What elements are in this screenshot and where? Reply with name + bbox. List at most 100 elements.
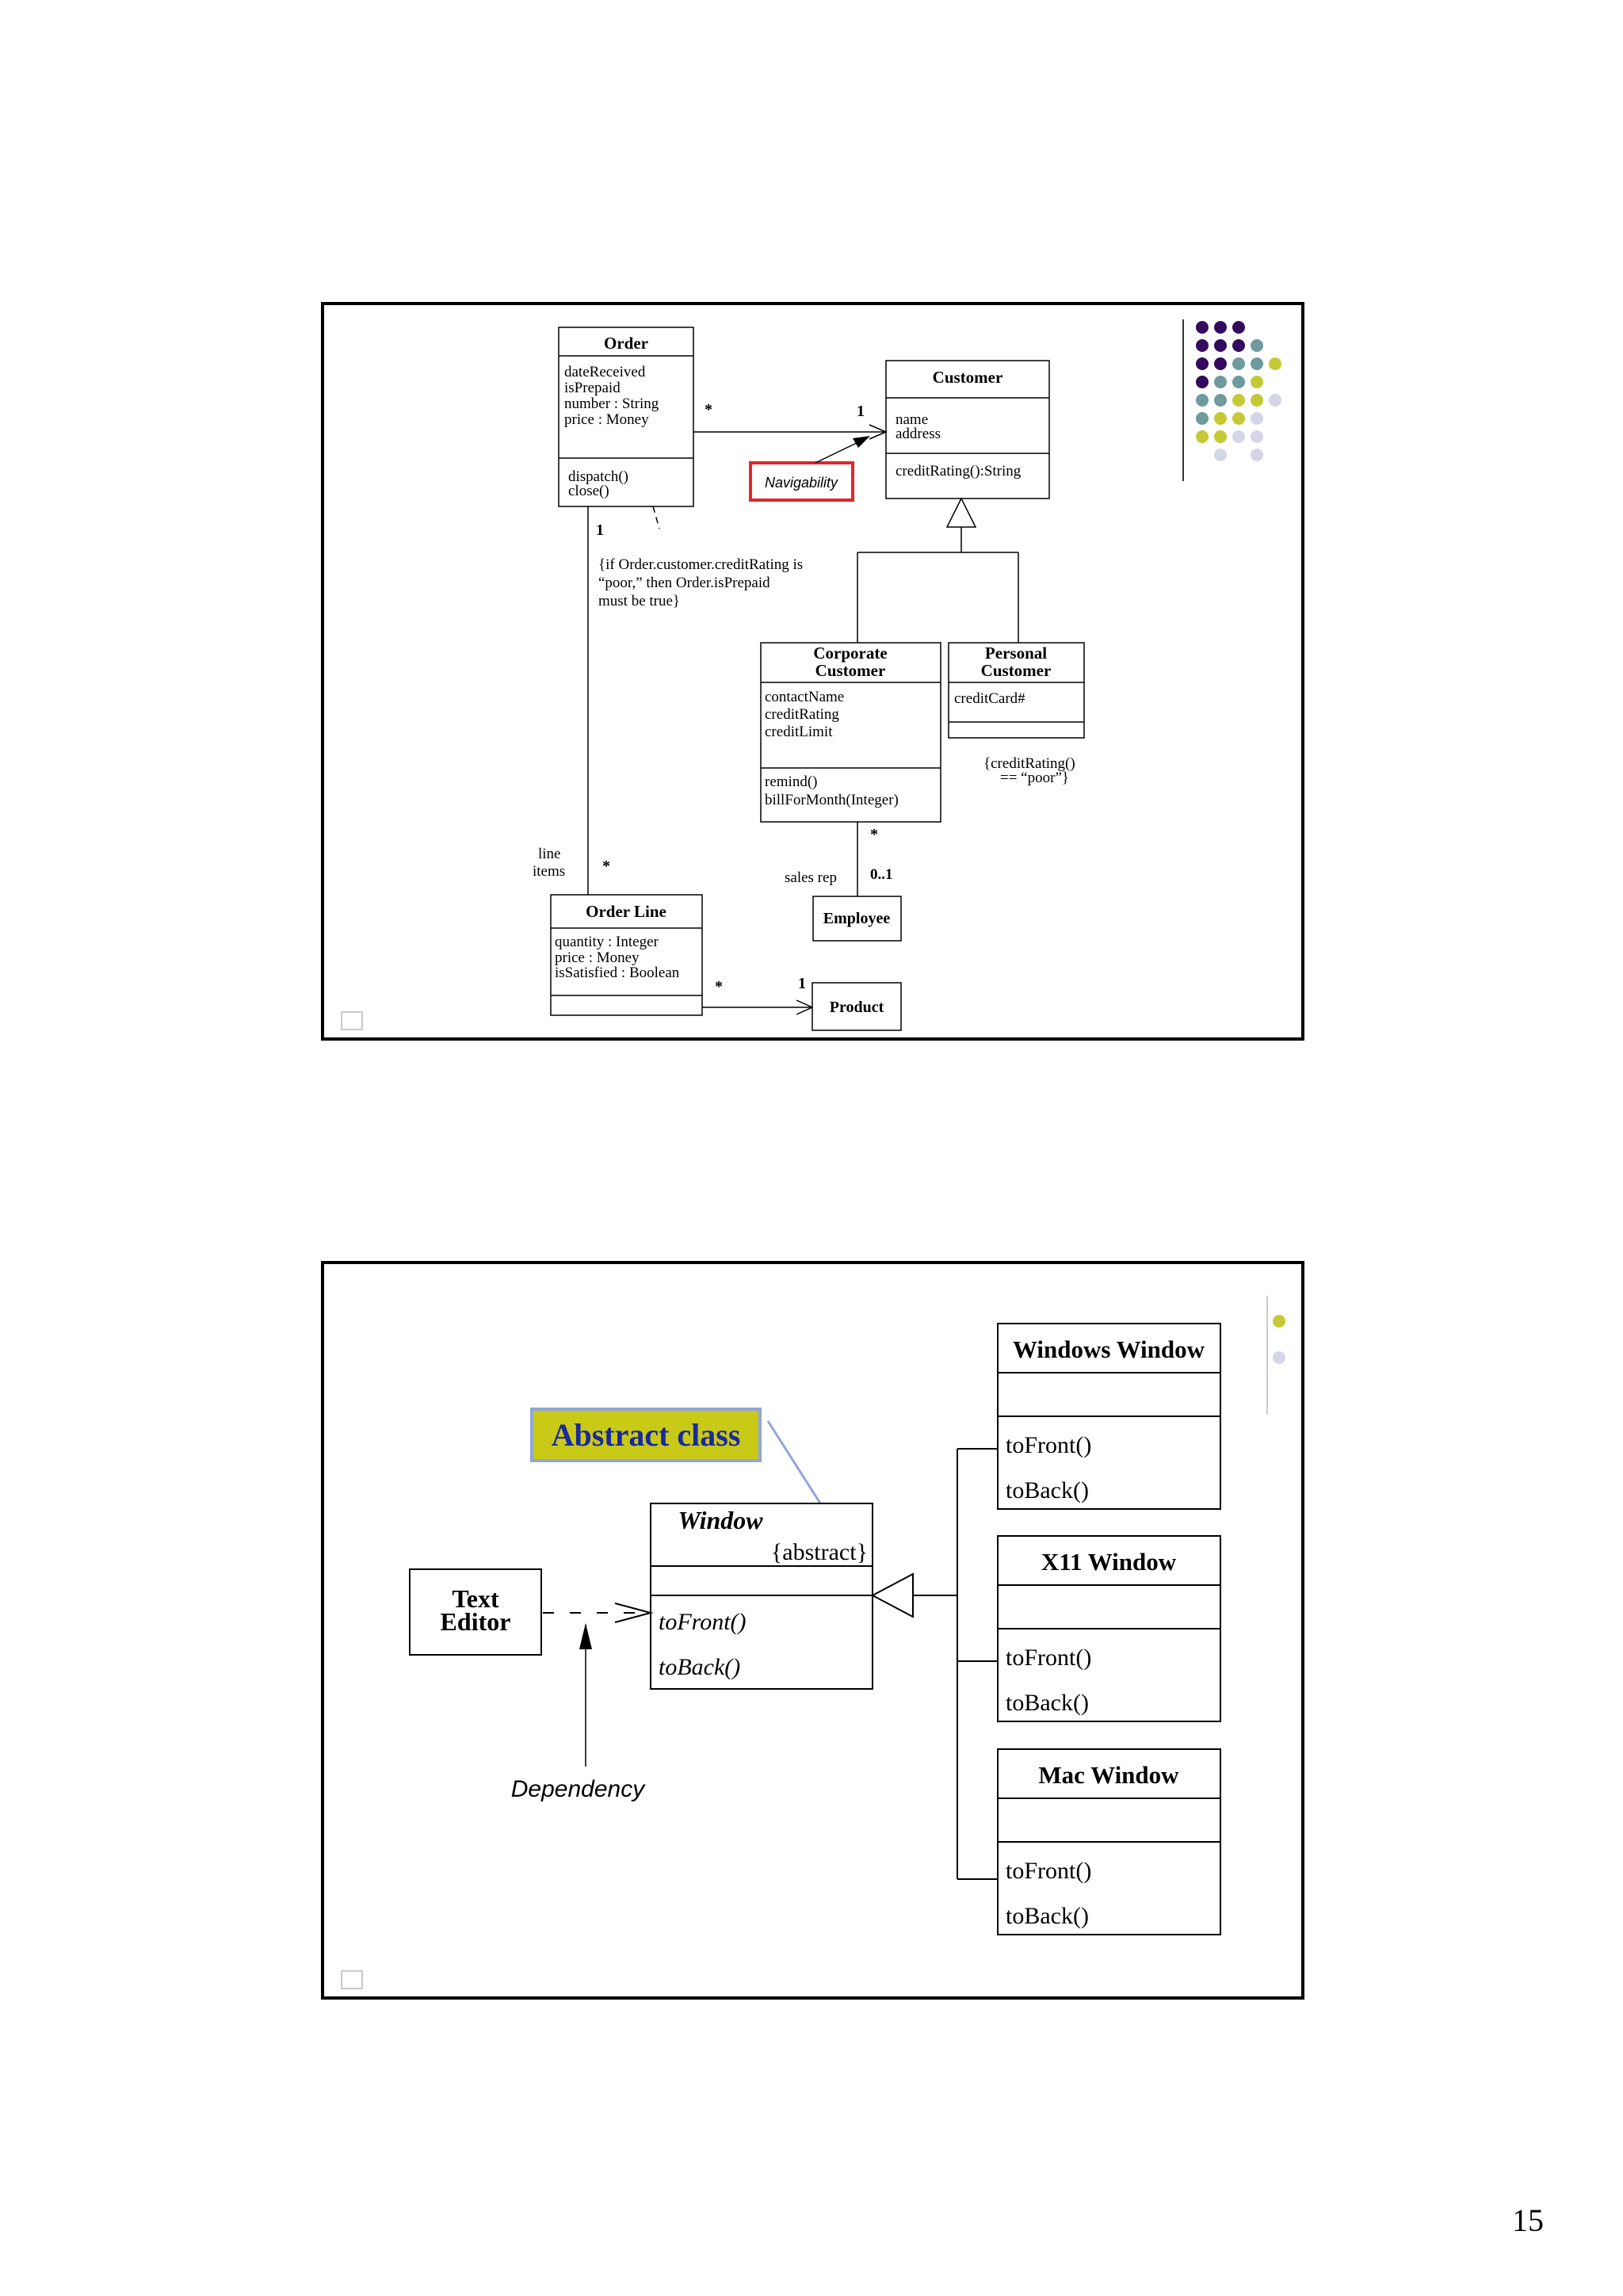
decorative-dot — [1196, 321, 1209, 334]
abstract-class-label: Abstract class — [552, 1417, 741, 1453]
dependency-arrow: Dependency — [511, 1603, 654, 1802]
class-mac-window: Mac Window toFront() toBack() — [997, 1748, 1221, 1935]
class-employee: Employee — [812, 896, 902, 942]
constraint-personal: {creditRating() — [983, 755, 1075, 772]
class-windows-window-name: Windows Window — [1013, 1335, 1205, 1363]
class-corporate-name: Corporate — [813, 644, 887, 663]
class-order-op: dispatch() — [568, 468, 628, 485]
decorative-dot — [1214, 339, 1227, 352]
decorative-dot — [1214, 449, 1227, 461]
class-personal-attr: creditCard# — [954, 690, 1025, 707]
class-corporate-customer: Corporate Customer contactName creditRat… — [760, 642, 941, 823]
class-window-op: toBack() — [659, 1654, 740, 1680]
multiplicity-label: 1 — [596, 521, 604, 539]
constraint-order: {if Order.customer.creditRating is — [598, 556, 803, 573]
multiplicity-label: * — [602, 858, 610, 875]
navigability-callout: Navigability — [749, 436, 870, 502]
class-x11-window-op: toFront() — [1006, 1645, 1091, 1671]
generalization-customer — [857, 497, 1019, 643]
class-x11-window-op: toBack() — [1006, 1690, 1089, 1716]
class-windows-window-op: toBack() — [1006, 1477, 1089, 1503]
class-window-op: toFront() — [659, 1609, 747, 1635]
class-customer: Customer name address creditRating():Str… — [885, 360, 1050, 499]
class-order-attr: dateReceived — [564, 364, 646, 380]
class-product-name: Product — [830, 999, 884, 1016]
decorative-dot — [1232, 357, 1245, 370]
slide-corner-icon — [341, 1970, 363, 1989]
class-text-editor-name: Editor — [441, 1607, 511, 1636]
decorative-dot — [1269, 394, 1281, 407]
decorative-dot — [1232, 394, 1245, 407]
class-x11-window: X11 Window toFront() toBack() — [997, 1535, 1221, 1722]
multiplicity-label: * — [715, 978, 723, 995]
multiplicity-label: * — [870, 826, 878, 843]
class-x11-window-name: X11 Window — [1041, 1548, 1177, 1576]
decorative-dot — [1232, 376, 1245, 388]
decorative-dot — [1251, 376, 1263, 388]
class-windows-window-op: toFront() — [1006, 1432, 1091, 1458]
class-order-attr: price : Money — [564, 411, 649, 428]
navigability-label: Navigability — [765, 475, 838, 491]
class-order-attr: isPrepaid — [564, 380, 621, 396]
class-text-editor: Text Editor — [409, 1568, 542, 1656]
abstract-class-callout: Abstract class — [530, 1408, 840, 1534]
constraint-personal: == “poor”} — [1000, 770, 1069, 786]
decorative-dot — [1232, 430, 1245, 443]
class-order-op: close() — [568, 483, 609, 499]
association-order-customer: * 1 — [693, 401, 888, 440]
decorative-dot — [1196, 339, 1209, 352]
decorative-dot — [1251, 339, 1263, 352]
class-diagram-window: Abstract class Window {abstract} toFront… — [341, 1296, 1285, 1989]
decorative-dot — [1232, 339, 1245, 352]
role-line-items: items — [533, 863, 565, 880]
class-corporate-attr: contactName — [765, 689, 844, 705]
decorative-dot — [1196, 412, 1209, 425]
class-mac-window-op: toFront() — [1006, 1858, 1091, 1884]
generalization-window — [870, 1448, 998, 1880]
decorative-dot — [1214, 412, 1227, 425]
class-orderline-attr: quantity : Integer — [555, 934, 659, 950]
slide-abstract-class-diagram: Abstract class Window {abstract} toFront… — [321, 1261, 1304, 2000]
decorative-dot — [1232, 321, 1245, 334]
decorative-dot — [1214, 376, 1227, 388]
decorative-dot — [1232, 412, 1245, 425]
constraint-dashed-line — [652, 506, 660, 529]
decorative-dot-grid — [1196, 321, 1281, 461]
multiplicity-label: 1 — [798, 975, 806, 992]
decorative-dot — [1251, 449, 1263, 461]
class-order-attr: number : String — [564, 395, 659, 412]
class-window: Window {abstract} toFront() toBack() — [650, 1503, 873, 1690]
class-product: Product — [812, 982, 902, 1031]
decorative-dot — [1196, 376, 1209, 388]
class-customer-attr: name — [896, 411, 928, 428]
class-customer-name: Customer — [933, 368, 1003, 387]
role-line-items: line — [538, 846, 561, 862]
class-personal-customer: Personal Customer creditCard# — [948, 642, 1085, 739]
class-mac-window-op: toBack() — [1006, 1903, 1089, 1929]
class-orderline-attr: isSatisfied : Boolean — [555, 965, 680, 981]
decorative-dot — [1251, 394, 1263, 407]
slide-class-diagram: Order dateReceived isPrepaid number : St… — [321, 302, 1304, 1041]
decorative-dot — [1214, 430, 1227, 443]
decorative-dot-column — [1266, 1296, 1285, 1415]
class-windows-window: Windows Window toFront() toBack() — [997, 1323, 1221, 1510]
class-corporate-op: billForMonth(Integer) — [765, 792, 899, 808]
class-personal-name: Customer — [981, 661, 1052, 680]
decorative-dot — [1269, 357, 1281, 370]
class-order-name: Order — [604, 334, 648, 353]
decorative-dot — [1214, 357, 1227, 370]
multiplicity-label: * — [705, 401, 712, 418]
class-personal-name: Personal — [985, 644, 1047, 663]
class-corporate-name: Customer — [815, 661, 886, 680]
multiplicity-label: 1 — [857, 403, 865, 420]
slide-corner-icon — [341, 1011, 363, 1030]
decorative-dot — [1251, 430, 1263, 443]
decorative-dot — [1196, 357, 1209, 370]
decorative-dot — [1214, 321, 1227, 334]
class-mac-window-name: Mac Window — [1038, 1761, 1179, 1789]
decorative-dot — [1251, 412, 1263, 425]
class-order-line: Order Line quantity : Integer price : Mo… — [550, 894, 703, 1016]
class-window-name: Window — [678, 1506, 763, 1534]
constraint-order: must be true} — [598, 593, 680, 609]
decorative-dot — [1251, 357, 1263, 370]
